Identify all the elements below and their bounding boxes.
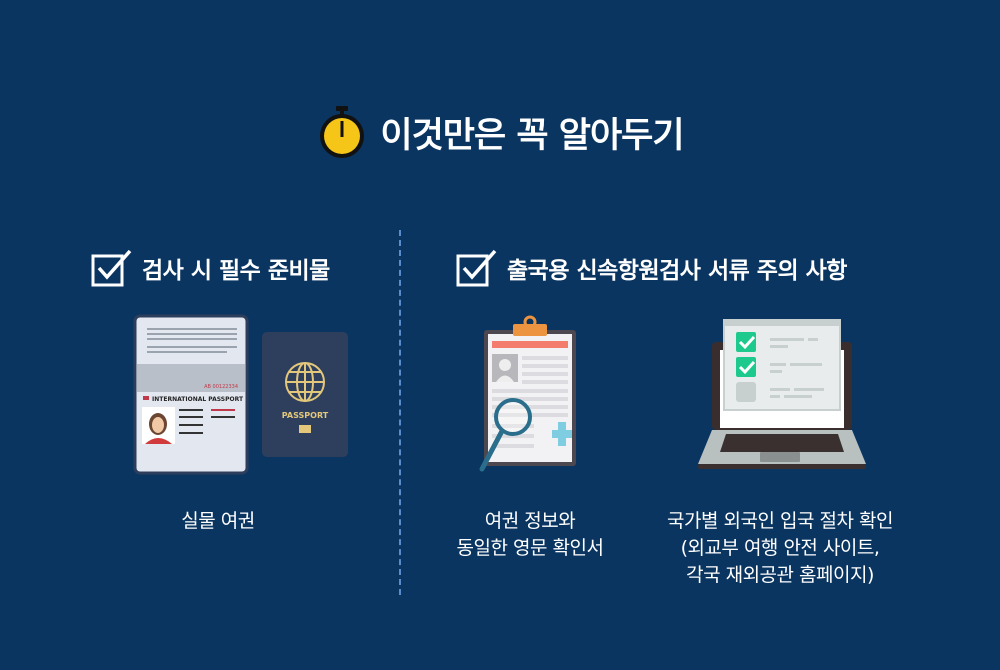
right-section-heading: 출국용 신속항원검사 서류 주의 사항 (455, 248, 847, 288)
caption-line: (외교부 여행 안전 사이트, (680, 537, 880, 559)
section-divider (399, 230, 401, 595)
document-magnifier-illustration (479, 315, 576, 472)
svg-text:AB 00122334: AB 00122334 (204, 384, 238, 390)
checkbox-checked-icon (456, 249, 497, 287)
stopwatch-icon (320, 106, 365, 158)
left-section-title: 검사 시 필수 준비물 (142, 258, 330, 284)
certificate-caption: 여권 정보와 동일한 영문 확인서 (420, 508, 640, 562)
laptop-checklist-illustration (698, 319, 866, 469)
checkbox-checked-icon (91, 249, 132, 287)
svg-text:PASSPORT: PASSPORT (282, 411, 329, 420)
page-title: 이것만은 꼭 알아두기 (380, 115, 684, 156)
passport-caption: 실물 여권 (181, 510, 255, 532)
caption-line: 여권 정보와 (484, 510, 576, 532)
caption-line: 각국 재외공관 홈페이지) (686, 564, 874, 586)
left-section-heading: 검사 시 필수 준비물 (90, 248, 330, 288)
caption-line: 국가별 외국인 입국 절차 확인 (667, 510, 893, 532)
passport-illustration: AB 00122334 INTERNATIONAL PASSPORT PASSP… (133, 314, 348, 475)
svg-text:INTERNATIONAL PASSPORT: INTERNATIONAL PASSPORT (152, 396, 244, 403)
caption-line: 동일한 영문 확인서 (456, 537, 604, 559)
right-section-title: 출국용 신속항원검사 서류 주의 사항 (507, 258, 847, 284)
entry-procedure-caption: 국가별 외국인 입국 절차 확인 (외교부 여행 안전 사이트, 각국 재외공관… (630, 508, 930, 589)
page-header: 이것만은 꼭 알아두기 (0, 104, 1000, 160)
